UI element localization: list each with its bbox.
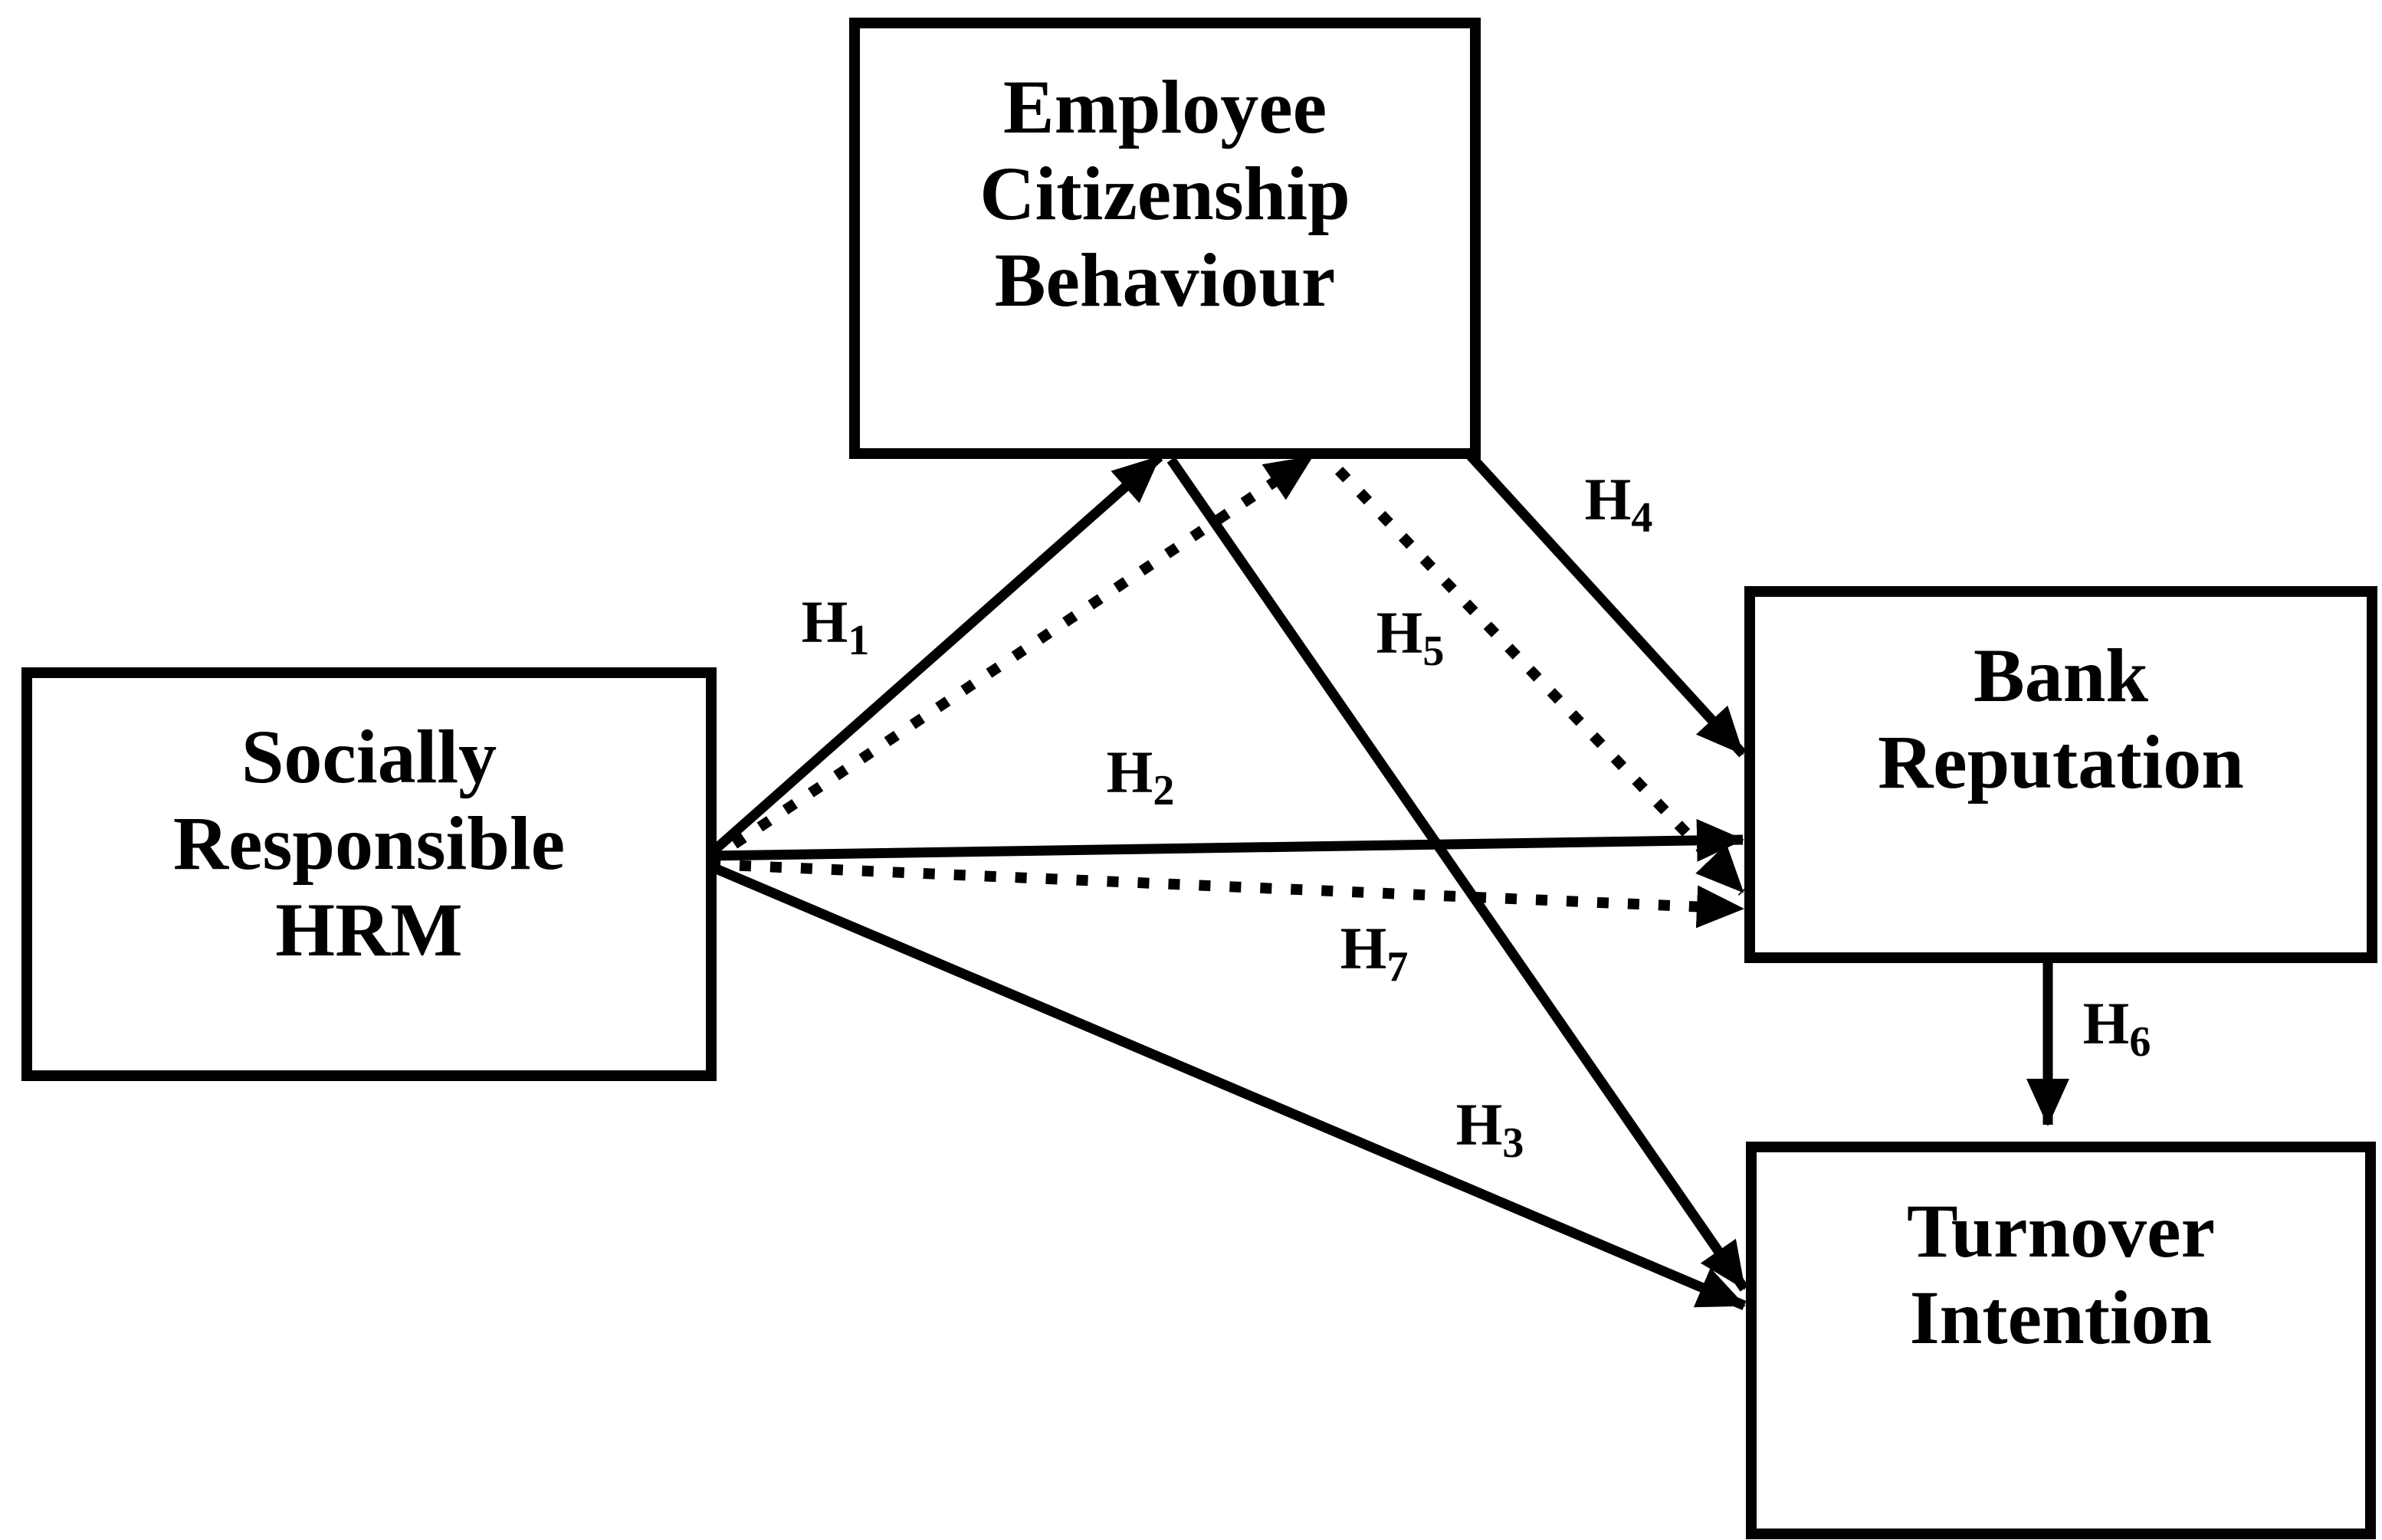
hypothesis-label-h5: H5 <box>1376 599 1445 675</box>
edge-mediation-dotted-srhrm-to-ecb <box>706 452 1315 866</box>
node-box-turnover-intention <box>1746 1142 2376 1539</box>
edge-h4-ecb-to-bank-reputation <box>1465 450 1747 758</box>
edge-ecb-to-turnover-intention <box>1166 457 1749 1292</box>
hypothesis-label-h1: H1 <box>802 588 870 664</box>
edge-h5-dotted-ecb-to-bank-reputation <box>1334 467 1747 896</box>
node-box-socially-responsible-hrm <box>21 667 717 1081</box>
edge-h7-dotted-srhrm-to-bank-reputation <box>708 859 1744 929</box>
edges-layer <box>705 450 2069 1310</box>
hypothesis-label-h4: H4 <box>1585 466 1653 542</box>
edge-h3-srhrm-to-turnover-intention <box>707 861 1747 1310</box>
edge-h2-srhrm-to-bank-reputation <box>708 818 1744 862</box>
edge-h1-srhrm-to-ecb <box>705 453 1163 859</box>
hypothesis-label-h7: H7 <box>1340 915 1409 991</box>
node-box-employee-citizenship-behaviour <box>849 18 1481 459</box>
hypothesis-label-h2: H2 <box>1107 739 1175 814</box>
hypothesis-label-h6: H6 <box>2083 990 2151 1066</box>
node-box-bank-reputation <box>1744 586 2377 963</box>
hypothesis-label-h3: H3 <box>1456 1091 1524 1167</box>
